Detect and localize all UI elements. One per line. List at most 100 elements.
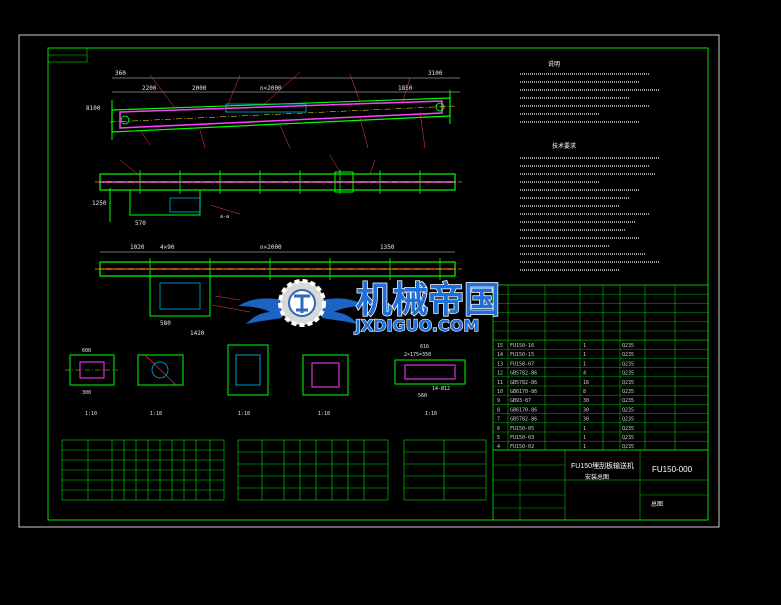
lower-view: 1020 4×90 n×2000 1350 580 1420 — [95, 244, 462, 337]
sec4-dim-2: 2×175=350 — [404, 352, 431, 358]
top-dim-2: 2200 — [142, 85, 157, 92]
elev-dim-3: n×2000 — [260, 244, 282, 251]
bom-cell-code: FU150-02 — [510, 444, 534, 450]
elev-dim-4: 1350 — [380, 244, 395, 251]
bom-cell-code: FU150-15 — [510, 352, 534, 358]
section-label-1: 1:10 — [85, 411, 97, 417]
elev-dim-1: 1020 — [130, 244, 145, 251]
elev-dim-2: 4×90 — [160, 244, 175, 251]
bom-cell-material: Q235 — [622, 417, 634, 423]
bom-cell-qty: 8 — [583, 389, 586, 395]
bottom-table-right — [403, 439, 487, 501]
outer-sheet-frame — [18, 34, 720, 528]
drawing-number: FU150-000 — [652, 465, 693, 474]
svg-text:a-a: a-a — [220, 214, 229, 220]
top-dim-3: 2000 — [192, 85, 207, 92]
svg-text:1250: 1250 — [92, 200, 107, 207]
bom-cell-material: Q235 — [622, 444, 634, 450]
bom-cell-no: 5 — [497, 435, 500, 441]
corner-stamp-box — [47, 47, 88, 63]
watermark: 机械帝国 JXDIGUO.COM — [238, 279, 501, 336]
svg-text:8100: 8100 — [86, 105, 101, 112]
tech-notes-heading: 说明 — [548, 60, 560, 68]
bom-cell-qty: 1 — [583, 343, 586, 349]
bom-cell-code: FU150-03 — [510, 435, 534, 441]
bom-cell-qty: 1 — [583, 361, 586, 367]
drawing-title: FU150埋刮板输送机 — [571, 461, 634, 470]
bom-cell-material: Q235 — [622, 426, 634, 432]
top-dim-5: 1850 — [398, 85, 413, 92]
drawing-subtitle: 安装总图 — [585, 473, 609, 481]
elevation-view: 570 1250 a-a — [92, 154, 462, 227]
bom-cell-material: Q235 — [622, 398, 634, 404]
watermark-cn-text: 机械帝国 — [356, 280, 500, 321]
bom-cell-no: 10 — [497, 389, 503, 395]
side-dim-2: 1420 — [190, 330, 205, 337]
tech-notes-heading-2: 技术要求 — [552, 142, 576, 150]
watermark-wing-right — [322, 298, 366, 324]
svg-text:570: 570 — [135, 220, 146, 227]
bom-cell-no: 12 — [497, 371, 503, 377]
top-view: 360 2200 2000 n×2000 1850 3100 8100 — [86, 70, 460, 149]
bom-cell-code: FU150-07 — [510, 361, 534, 367]
bom-cell-qty: 1 — [583, 426, 586, 432]
bom-cell-code: FU150-16 — [510, 343, 534, 349]
section-label-3: 1:10 — [238, 411, 250, 417]
bom-cell-no: 13 — [497, 361, 503, 367]
bom-cell-qty: 1 — [583, 435, 586, 441]
watermark-en-text: JXDIGUO.COM — [354, 316, 479, 335]
bom-cell-qty: 30 — [583, 398, 589, 404]
top-dim-6: 3100 — [428, 70, 443, 77]
section-label-4: 1:10 — [318, 411, 330, 417]
bom-cell-code: GB5782-86 — [510, 380, 537, 386]
bom-cell-material: Q235 — [622, 352, 634, 358]
bom-cell-material: Q235 — [622, 371, 634, 377]
sec1-dim-1: 600 — [82, 348, 91, 354]
sec1-dim-2: 300 — [82, 390, 91, 396]
sec4-dim-1: 616 — [420, 344, 429, 350]
bom-cell-code: FU150-05 — [510, 426, 534, 432]
bom-cell-material: Q235 — [622, 361, 634, 367]
bom-cell-code: GB93-87 — [510, 398, 531, 404]
watermark-wing-left — [238, 298, 282, 324]
bom-cell-no: 15 — [497, 343, 503, 349]
bom-cell-no: 6 — [497, 426, 500, 432]
bom-cell-material: Q235 — [622, 407, 634, 413]
bom-cell-qty: 30 — [583, 417, 589, 423]
bom-cell-no: 8 — [497, 407, 500, 413]
bom-cell-code: GB6170-86 — [510, 389, 537, 395]
bom-cell-code: GB5782-86 — [510, 417, 537, 423]
bom-cell-qty: 4 — [583, 371, 586, 377]
bom-cell-no: 7 — [497, 417, 500, 423]
bom-cell-no: 11 — [497, 380, 503, 386]
sec4-dim-4: 560 — [418, 393, 427, 399]
bottom-table-middle — [237, 439, 389, 501]
side-dim-1: 580 — [160, 320, 171, 327]
bom-cell-material: Q235 — [622, 343, 634, 349]
title-block: FU150埋刮板输送机 安装总图 FU150-000 总图 — [492, 449, 709, 521]
bom-cell-qty: 16 — [583, 380, 589, 386]
bom-cell-material: Q235 — [622, 435, 634, 441]
bom-cell-code: GB6170-86 — [510, 407, 537, 413]
bom-cell-qty: 30 — [583, 407, 589, 413]
bottom-table-left — [61, 439, 225, 501]
sheet-label: 总图 — [651, 500, 663, 508]
bom-cell-qty: 1 — [583, 444, 586, 450]
bom-cell-no: 4 — [497, 444, 500, 450]
bom-cell-no: 9 — [497, 398, 500, 404]
bom-cell-code: GB5782-86 — [510, 371, 537, 377]
tech-notes: 说明 技术要求 — [520, 60, 660, 271]
bom-cell-material: Q235 — [622, 389, 634, 395]
bom-cell-no: 14 — [497, 352, 503, 358]
section-label-2: 1:10 — [150, 411, 162, 417]
bom-cell-material: Q235 — [622, 380, 634, 386]
inner-drawing-border — [47, 47, 709, 521]
section-label-5: 1:10 — [425, 411, 437, 417]
top-dim-1: 360 — [115, 70, 126, 77]
bom-cell-qty: 1 — [583, 352, 586, 358]
top-dim-4: n×2000 — [260, 85, 282, 92]
section-details: 600 300 1:10 1:10 1:10 1:10 616 2×175=35… — [65, 344, 466, 417]
